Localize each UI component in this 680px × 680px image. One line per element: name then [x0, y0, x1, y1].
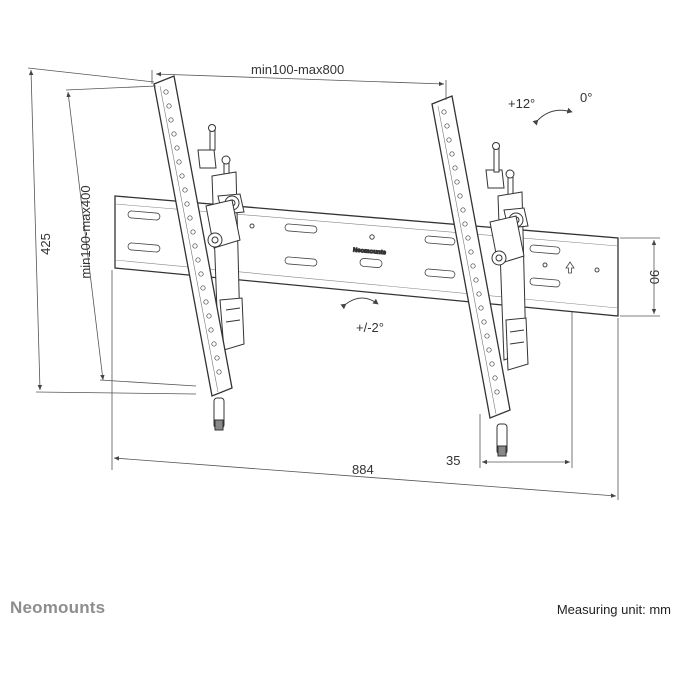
right-mounting-arm	[431, 95, 529, 457]
measuring-unit-note: Measuring unit: mm	[556, 602, 671, 617]
level-adjust-label: +/-2°	[356, 320, 384, 335]
tilt-rotation-arrow	[532, 107, 573, 126]
vesa-width-label: min100-max800	[251, 62, 344, 77]
rail-slots	[127, 210, 561, 288]
right-tilt-bracket	[485, 142, 529, 457]
left-tilt-bracket	[197, 124, 245, 431]
tilt-zero-label: 0°	[580, 90, 592, 105]
dimension-lines	[27, 67, 660, 500]
right-arm-holes	[441, 109, 500, 395]
left-arm-holes	[163, 89, 222, 375]
depth-label: 35	[446, 453, 460, 468]
tilt-angle-label: +12°	[508, 96, 535, 111]
brand-logo-text: Neomounts	[10, 598, 106, 617]
rail-brand-label: Neomounts	[353, 248, 387, 257]
level-rotation-arrow	[340, 297, 379, 310]
wall-rail: Neomounts	[114, 195, 619, 317]
overall-width-label: 884	[352, 462, 374, 477]
overall-height-label: 425	[38, 233, 53, 255]
vesa-height-label: min100-max400	[78, 185, 93, 278]
rail-height-label: 90	[647, 270, 662, 284]
